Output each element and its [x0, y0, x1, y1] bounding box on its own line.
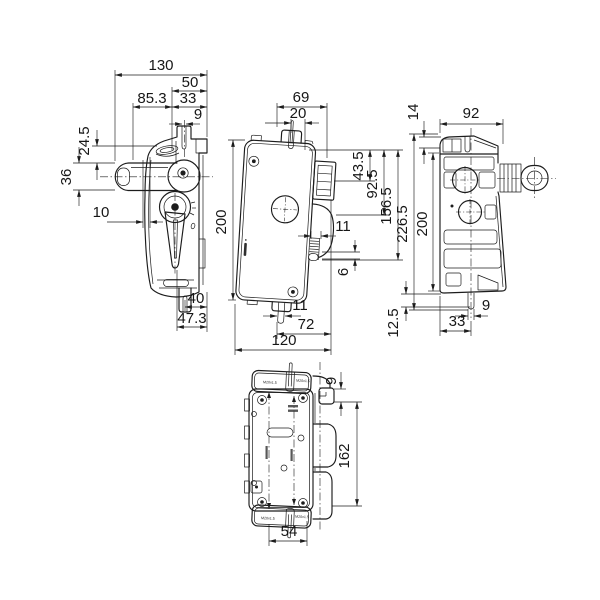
thread-label-top-left: M20x1.5	[263, 380, 277, 385]
dim-226-5: 226.5	[394, 205, 411, 243]
dim-69: 69	[293, 89, 310, 106]
dim-11-pin: 11	[292, 297, 308, 314]
dim-85-3: 85.3	[137, 90, 166, 107]
dim-130: 130	[148, 57, 173, 74]
thread-label-top-right: M20x1.5	[296, 379, 310, 384]
side-view-dimensions: 130 50 85.3 33 9 24.5 36 10 40 47.3	[58, 57, 208, 332]
dim-200-rear: 200	[414, 211, 431, 236]
dim-14: 14	[405, 104, 422, 121]
front-view	[235, 120, 337, 324]
dim-33-rear: 33	[449, 313, 466, 330]
dim-50: 50	[182, 74, 199, 91]
dim-9: 9	[194, 106, 202, 123]
dim-40: 40	[188, 290, 205, 307]
brand-label	[243, 239, 247, 256]
front-view-dimensions: 69 20 200 43.5 92.5 156.5 11 6 11	[213, 89, 403, 355]
fine-print	[265, 405, 298, 461]
dim-6: 6	[335, 268, 352, 276]
dim-54: 54	[281, 523, 298, 540]
dim-9-rear: 9	[482, 297, 490, 314]
dim-11-rib: 11	[335, 218, 351, 235]
dim-92-5: 92.5	[364, 169, 381, 198]
dim-9-plan: 9	[323, 377, 340, 385]
rear-view-dimensions: 14 92 226.5 200 9 33 12.5	[385, 104, 504, 338]
dim-162: 162	[336, 443, 353, 468]
pivot-screw	[180, 170, 186, 176]
dim-20: 20	[290, 105, 307, 122]
rear-view	[439, 128, 556, 318]
dim-200-front: 200	[213, 209, 230, 234]
thread-label-bottom-right: M20x1.5	[295, 515, 309, 520]
dim-47-3: 47.3	[177, 310, 206, 327]
dim-36: 36	[58, 169, 75, 186]
hub-screw	[171, 203, 179, 211]
dim-156-5: 156.5	[378, 187, 395, 225]
side-view	[100, 120, 213, 313]
dim-24-5: 24.5	[76, 126, 93, 155]
dim-33: 33	[180, 90, 197, 107]
dim-92: 92	[463, 105, 480, 122]
dim-10: 10	[93, 204, 110, 221]
thread-label-bottom-left: M20x1.5	[261, 516, 275, 521]
dim-43-5: 43.5	[350, 151, 367, 180]
plan-view: M20x1.5 M20x1.5 M20x1.5 M20x1.5	[244, 362, 337, 539]
plan-view-dimensions: 9 162 54	[268, 372, 362, 546]
dim-120: 120	[271, 332, 296, 349]
dim-12-5: 12.5	[385, 308, 402, 337]
dim-72: 72	[298, 316, 315, 333]
